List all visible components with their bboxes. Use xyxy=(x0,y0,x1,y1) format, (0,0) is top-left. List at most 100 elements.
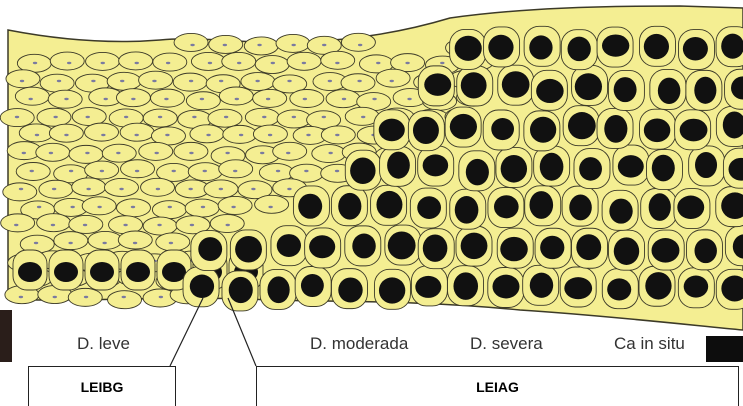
nucleus xyxy=(579,157,602,181)
nucleus xyxy=(604,115,627,143)
nucleus xyxy=(235,236,262,263)
nucleus xyxy=(388,231,416,259)
small-nucleus xyxy=(257,44,261,46)
flat-cell xyxy=(156,233,190,251)
nucleus xyxy=(413,117,439,144)
small-nucleus xyxy=(260,152,264,154)
nucleus xyxy=(379,119,405,142)
small-nucleus xyxy=(201,206,205,208)
nucleus xyxy=(376,191,402,219)
nucleus xyxy=(466,159,489,186)
nucleus xyxy=(618,155,644,177)
small-nucleus xyxy=(34,242,38,244)
flat-cell xyxy=(54,232,88,250)
nucleus xyxy=(569,195,592,221)
flat-cell xyxy=(208,109,242,127)
small-nucleus xyxy=(133,242,137,244)
nucleus xyxy=(695,152,717,178)
nucleus xyxy=(267,276,289,303)
small-nucleus xyxy=(68,242,72,244)
small-nucleus xyxy=(361,116,365,118)
nucleus xyxy=(567,37,590,62)
nucleus xyxy=(502,71,530,98)
flat-cell xyxy=(244,37,278,55)
nucleus xyxy=(575,73,602,100)
flat-cell xyxy=(88,231,122,249)
nucleus xyxy=(649,193,671,221)
small-nucleus xyxy=(372,98,376,100)
small-nucleus xyxy=(53,296,57,298)
small-nucleus xyxy=(237,62,241,64)
flat-cell xyxy=(276,34,310,52)
small-nucleus xyxy=(231,206,235,208)
small-nucleus xyxy=(306,134,310,136)
small-nucleus xyxy=(172,170,176,172)
flat-cell xyxy=(341,33,375,51)
nucleus xyxy=(415,276,441,298)
small-nucleus xyxy=(57,80,61,82)
small-nucleus xyxy=(154,152,158,154)
flat-cell xyxy=(108,291,142,309)
small-nucleus xyxy=(390,80,394,82)
nucleus xyxy=(424,73,451,95)
small-nucleus xyxy=(86,188,90,190)
label-severe: D. severa xyxy=(470,334,543,354)
small-nucleus xyxy=(440,62,444,64)
small-nucleus xyxy=(292,116,296,118)
small-nucleus xyxy=(208,62,212,64)
small-nucleus xyxy=(53,116,57,118)
small-nucleus xyxy=(188,188,192,190)
nucleus xyxy=(461,233,488,260)
flat-cell xyxy=(273,142,307,160)
nucleus xyxy=(683,37,708,61)
small-nucleus xyxy=(97,206,101,208)
flat-cell xyxy=(120,123,154,141)
small-nucleus xyxy=(22,152,26,154)
small-nucleus xyxy=(134,134,138,136)
nucleus xyxy=(198,237,222,261)
flat-cell xyxy=(255,56,289,74)
nucleus xyxy=(564,277,592,299)
flat-cell xyxy=(376,69,410,87)
grade-box-low: LEIBG xyxy=(28,366,176,406)
nucleus xyxy=(455,196,479,224)
flat-cell xyxy=(173,73,207,91)
flat-cell xyxy=(190,125,224,143)
small-nucleus xyxy=(168,206,172,208)
small-nucleus xyxy=(84,296,88,298)
nucleus xyxy=(461,72,487,98)
nucleus xyxy=(54,262,78,282)
small-nucleus xyxy=(224,116,228,118)
flat-cell xyxy=(40,74,74,92)
nucleus xyxy=(18,262,42,282)
small-nucleus xyxy=(122,296,126,298)
small-nucleus xyxy=(233,170,237,172)
small-nucleus xyxy=(251,188,255,190)
flat-cell xyxy=(6,70,40,88)
flat-cell xyxy=(222,52,256,70)
flat-cell xyxy=(219,160,253,178)
small-nucleus xyxy=(206,134,210,136)
flat-cell xyxy=(277,110,311,128)
nucleus xyxy=(494,195,519,218)
small-nucleus xyxy=(287,188,291,190)
nucleus xyxy=(500,237,528,261)
small-nucleus xyxy=(70,206,74,208)
label-mild: D. leve xyxy=(77,334,130,354)
nucleus xyxy=(609,199,632,224)
nucleus xyxy=(379,277,405,303)
small-nucleus xyxy=(303,98,307,100)
nucleus xyxy=(652,238,680,263)
small-nucleus xyxy=(255,80,259,82)
nucleus xyxy=(277,234,301,257)
flat-cell xyxy=(141,178,175,196)
nucleus xyxy=(644,119,670,143)
small-nucleus xyxy=(91,80,95,82)
nucleus xyxy=(602,34,629,56)
small-nucleus xyxy=(67,62,71,64)
basement-left-shadow xyxy=(0,310,12,362)
flat-cell xyxy=(255,195,289,213)
small-nucleus xyxy=(335,170,339,172)
flat-cell xyxy=(1,214,35,232)
nucleus xyxy=(455,36,482,61)
